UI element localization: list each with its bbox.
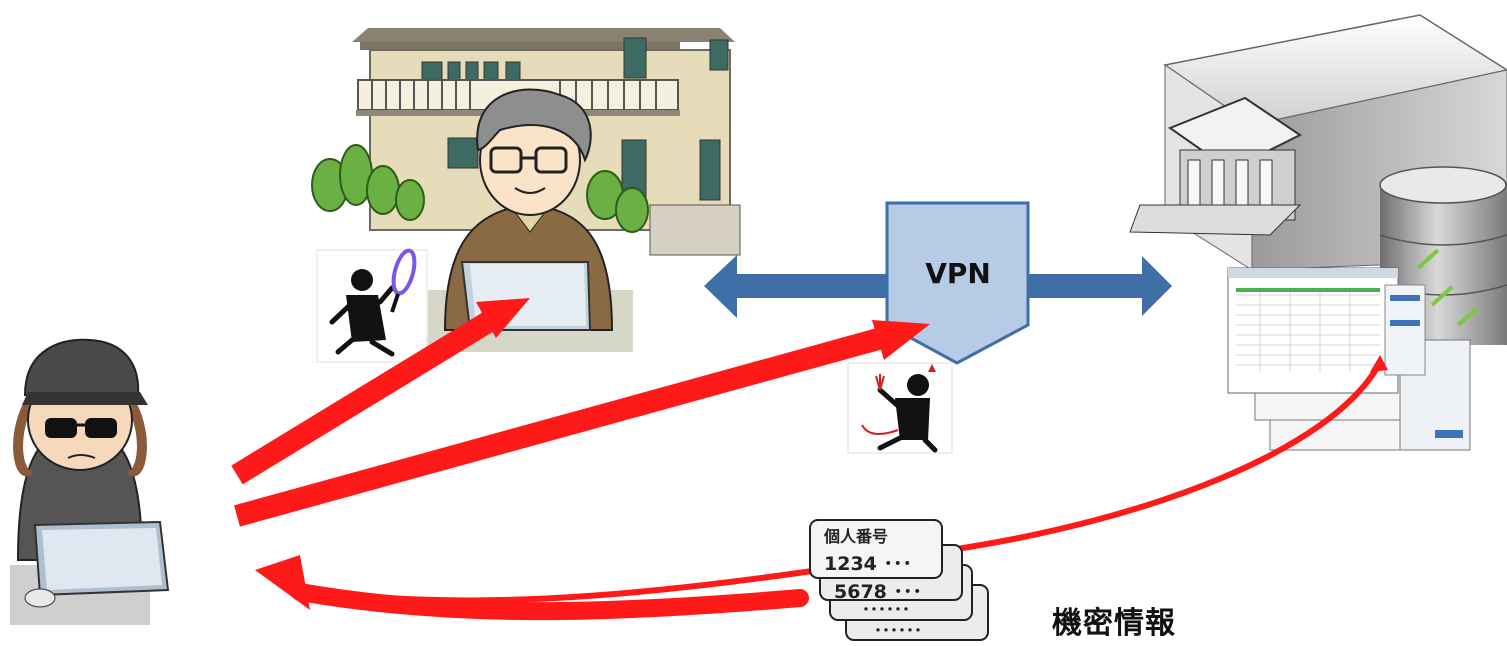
attack-arrow-to-vpn [234,320,930,527]
vpn-label: VPN [925,257,991,290]
card-title: 個人番号 [823,527,888,546]
attack-arrow-to-laptop [231,298,530,485]
snooping-figure-illustration [316,248,428,363]
vpn-right-arrow [1028,256,1172,316]
card-dots-2: ･･････ [874,621,922,640]
remote-worker-illustration [428,88,633,352]
card-number-1: 1234 ･･･ [824,553,912,575]
personal-number-cards: 個人番号 1234 ･･･ 5678 ･･･ ･･････ ･･････ [809,519,989,641]
vpn-left-arrow [704,255,890,318]
confidential-info-label: 機密情報 [1052,606,1176,641]
attacker-illustration [10,338,170,625]
application-windows-illustration [1227,267,1471,451]
vpn-connection: VPN [704,201,1172,365]
vpn-box [885,201,1030,365]
card-dots-1: ･･････ [862,600,910,619]
intruder-figure-illustration [847,362,953,454]
card-number-2: 5678 ･･･ [834,581,922,603]
